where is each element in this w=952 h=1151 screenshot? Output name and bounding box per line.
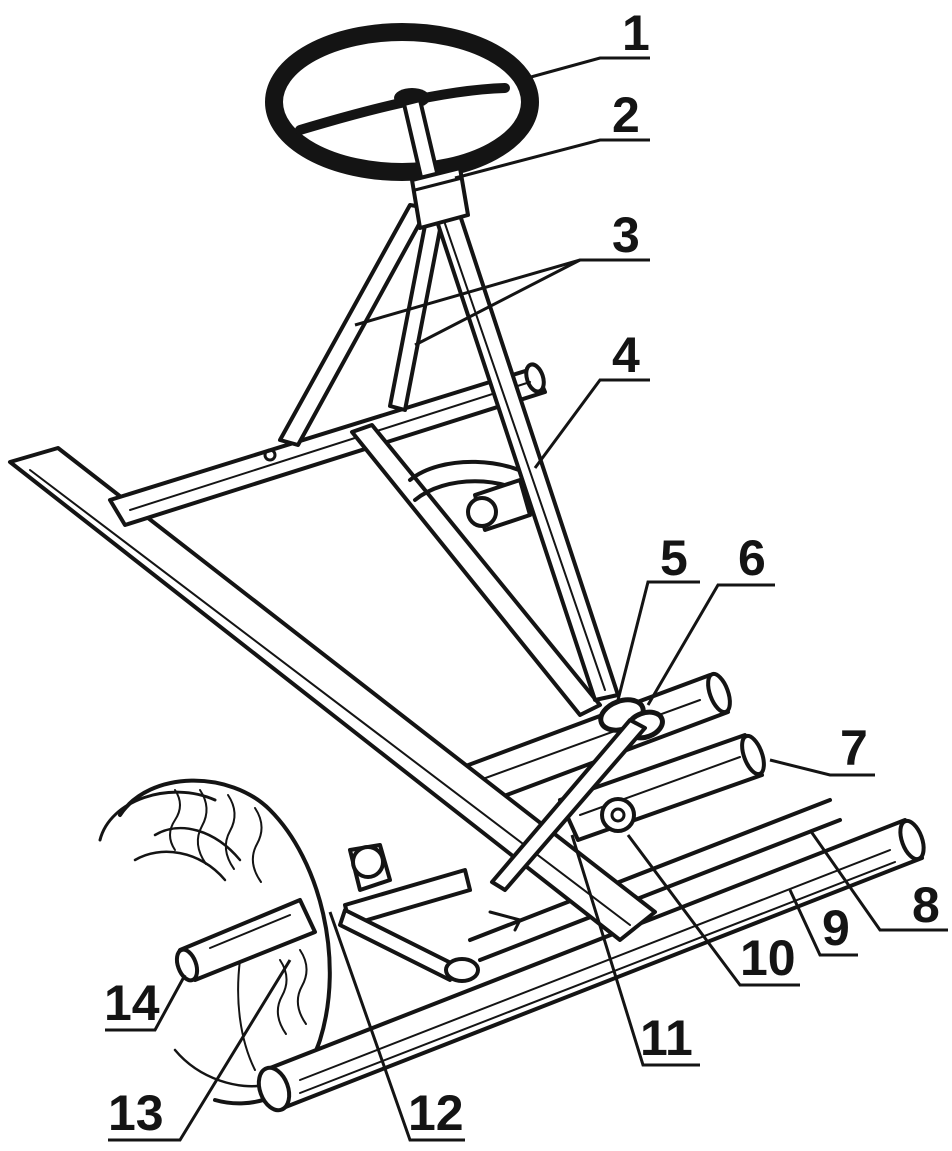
callout-4: 4 — [612, 327, 640, 383]
steering-column — [402, 98, 470, 230]
callout-9: 9 — [822, 900, 850, 956]
leader-lines — [105, 56, 948, 1142]
callout-12: 12 — [408, 1085, 464, 1141]
callout-6: 6 — [738, 530, 766, 586]
callout-13: 13 — [108, 1085, 164, 1141]
steering-linkage — [338, 697, 665, 983]
callout-14: 14 — [104, 975, 160, 1031]
axle-stub-14 — [174, 898, 317, 983]
callout-11: 11 — [640, 1010, 693, 1066]
callout-1: 1 — [622, 5, 650, 61]
callout-labels: 1 2 3 4 5 6 7 8 9 10 11 12 13 14 — [104, 5, 940, 1141]
steering-wheel — [265, 23, 539, 181]
callout-7: 7 — [840, 720, 868, 776]
callout-8: 8 — [912, 877, 940, 933]
callout-3: 3 — [612, 207, 640, 263]
callout-5: 5 — [660, 530, 688, 586]
main-frame — [8, 362, 657, 942]
bearing-bracket — [408, 459, 547, 532]
callout-2: 2 — [612, 87, 640, 143]
callout-10: 10 — [740, 930, 796, 986]
long-tubes — [256, 798, 926, 1113]
